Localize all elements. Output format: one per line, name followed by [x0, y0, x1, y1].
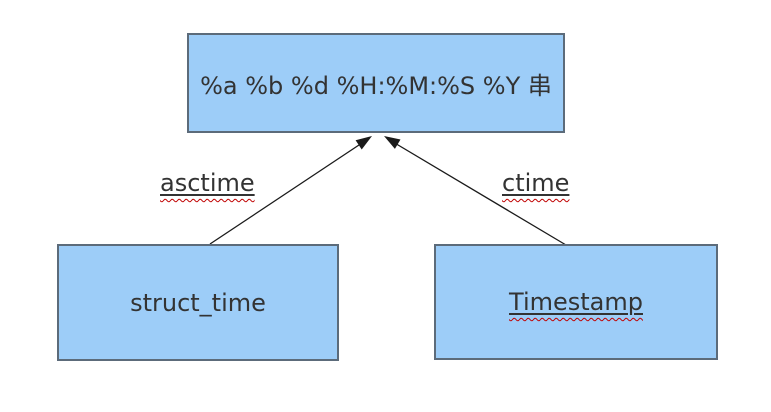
spellcheck-squiggle: asctime	[160, 169, 255, 197]
edge-ctime-arrow[interactable]	[384, 136, 567, 246]
node-format-string[interactable]: %a %b %d %H:%M:%S %Y 串	[187, 33, 565, 133]
spellcheck-squiggle: Timestamp	[509, 288, 643, 316]
edge-label-asctime[interactable]: asctime	[160, 169, 255, 197]
arrowhead-icon	[355, 136, 372, 150]
arrowhead-icon	[384, 136, 401, 149]
node-struct-time[interactable]: struct_time	[57, 244, 339, 361]
node-struct-time-label: struct_time	[130, 288, 266, 317]
edge-asctime-arrow[interactable]	[209, 136, 372, 245]
node-timestamp-label: Timestamp	[509, 288, 643, 316]
spellcheck-squiggle: ctime	[502, 169, 569, 197]
edge-label-asctime-text: asctime	[160, 169, 255, 197]
node-format-string-label: %a %b %d %H:%M:%S %Y 串	[200, 71, 552, 100]
edge-label-ctime-text: ctime	[502, 169, 570, 197]
edge-label-ctime[interactable]: ctime	[502, 169, 569, 197]
node-timestamp[interactable]: Timestamp	[434, 244, 718, 360]
